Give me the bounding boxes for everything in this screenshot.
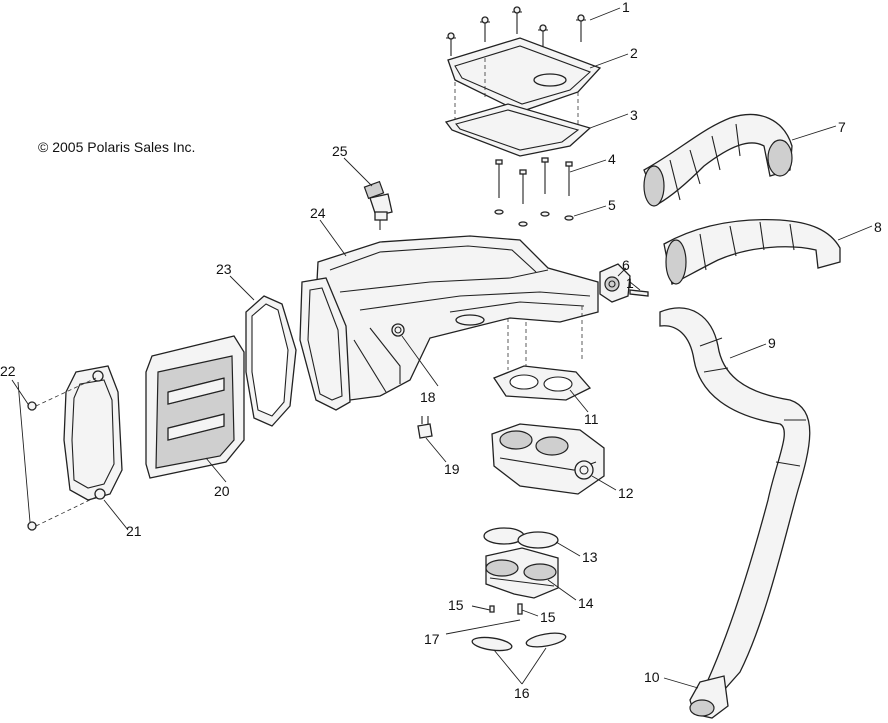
callout-14: 14 (578, 595, 594, 611)
callout-7: 7 (838, 119, 846, 135)
callout-22: 22 (0, 363, 16, 379)
callout-1-side: 1 (626, 275, 634, 291)
part-13-gaskets (483, 527, 559, 549)
part-25-sensor (363, 180, 393, 230)
callout-12: 12 (618, 485, 634, 501)
part-22-cover-screws (27, 377, 99, 531)
part-11-flange-gasket (493, 365, 592, 401)
callout-10: 10 (644, 669, 660, 685)
callout-19: 19 (444, 461, 460, 477)
callout-25: 25 (332, 143, 348, 159)
callout-9: 9 (768, 335, 776, 351)
callout-18: 18 (420, 389, 436, 405)
callout-15-left: 15 (448, 597, 464, 613)
callout-4: 4 (608, 151, 616, 167)
callout-labels: 1 2 3 4 5 6 1 7 8 9 10 11 12 13 14 15 15… (0, 0, 882, 701)
part-1-side-screw (629, 289, 649, 297)
part-15-clips (489, 603, 523, 615)
part-1-top-screws (446, 6, 586, 56)
part-4-bolts (495, 157, 573, 204)
callout-15-right: 15 (540, 609, 556, 625)
part-10-hose-fitting (689, 675, 729, 719)
part-20-filter-element (145, 335, 245, 479)
callout-17: 17 (424, 631, 440, 647)
part-2-airbox-lid (447, 37, 602, 113)
callout-23: 23 (216, 261, 232, 277)
alignment-lines-throttle (507, 306, 583, 378)
callout-20: 20 (214, 483, 230, 499)
callout-16: 16 (514, 685, 530, 701)
leader-lines (11, 7, 873, 689)
callout-5: 5 (608, 197, 616, 213)
callout-6: 6 (622, 257, 630, 273)
callout-1: 1 (622, 0, 630, 15)
callout-2: 2 (630, 45, 638, 61)
callout-11: 11 (584, 411, 599, 427)
part-21-airbox-cover (63, 365, 123, 501)
callout-24: 24 (310, 205, 326, 221)
airbox-frame (299, 277, 351, 411)
part-9-vent-hose (659, 307, 811, 691)
callout-3: 3 (630, 107, 638, 123)
callout-8: 8 (874, 219, 882, 235)
part-16-clamps (471, 632, 567, 652)
part-14-intake-boots (485, 547, 559, 599)
copyright-notice: © 2005 Polaris Sales Inc. (38, 139, 196, 155)
part-12-throttle-body (491, 423, 605, 495)
part-5-washers (494, 209, 574, 227)
part-3-lid-gasket (444, 103, 592, 157)
part-6-valve (599, 263, 631, 303)
part-23-seal (245, 295, 297, 427)
part-18-grommet (391, 323, 405, 337)
callout-13: 13 (582, 549, 598, 565)
callout-21: 21 (126, 523, 142, 539)
alignment-lines-lid (454, 58, 579, 152)
part-8-intake-duct (663, 219, 841, 285)
part-7-intake-duct (643, 113, 793, 207)
part-19-fitting (417, 416, 433, 439)
